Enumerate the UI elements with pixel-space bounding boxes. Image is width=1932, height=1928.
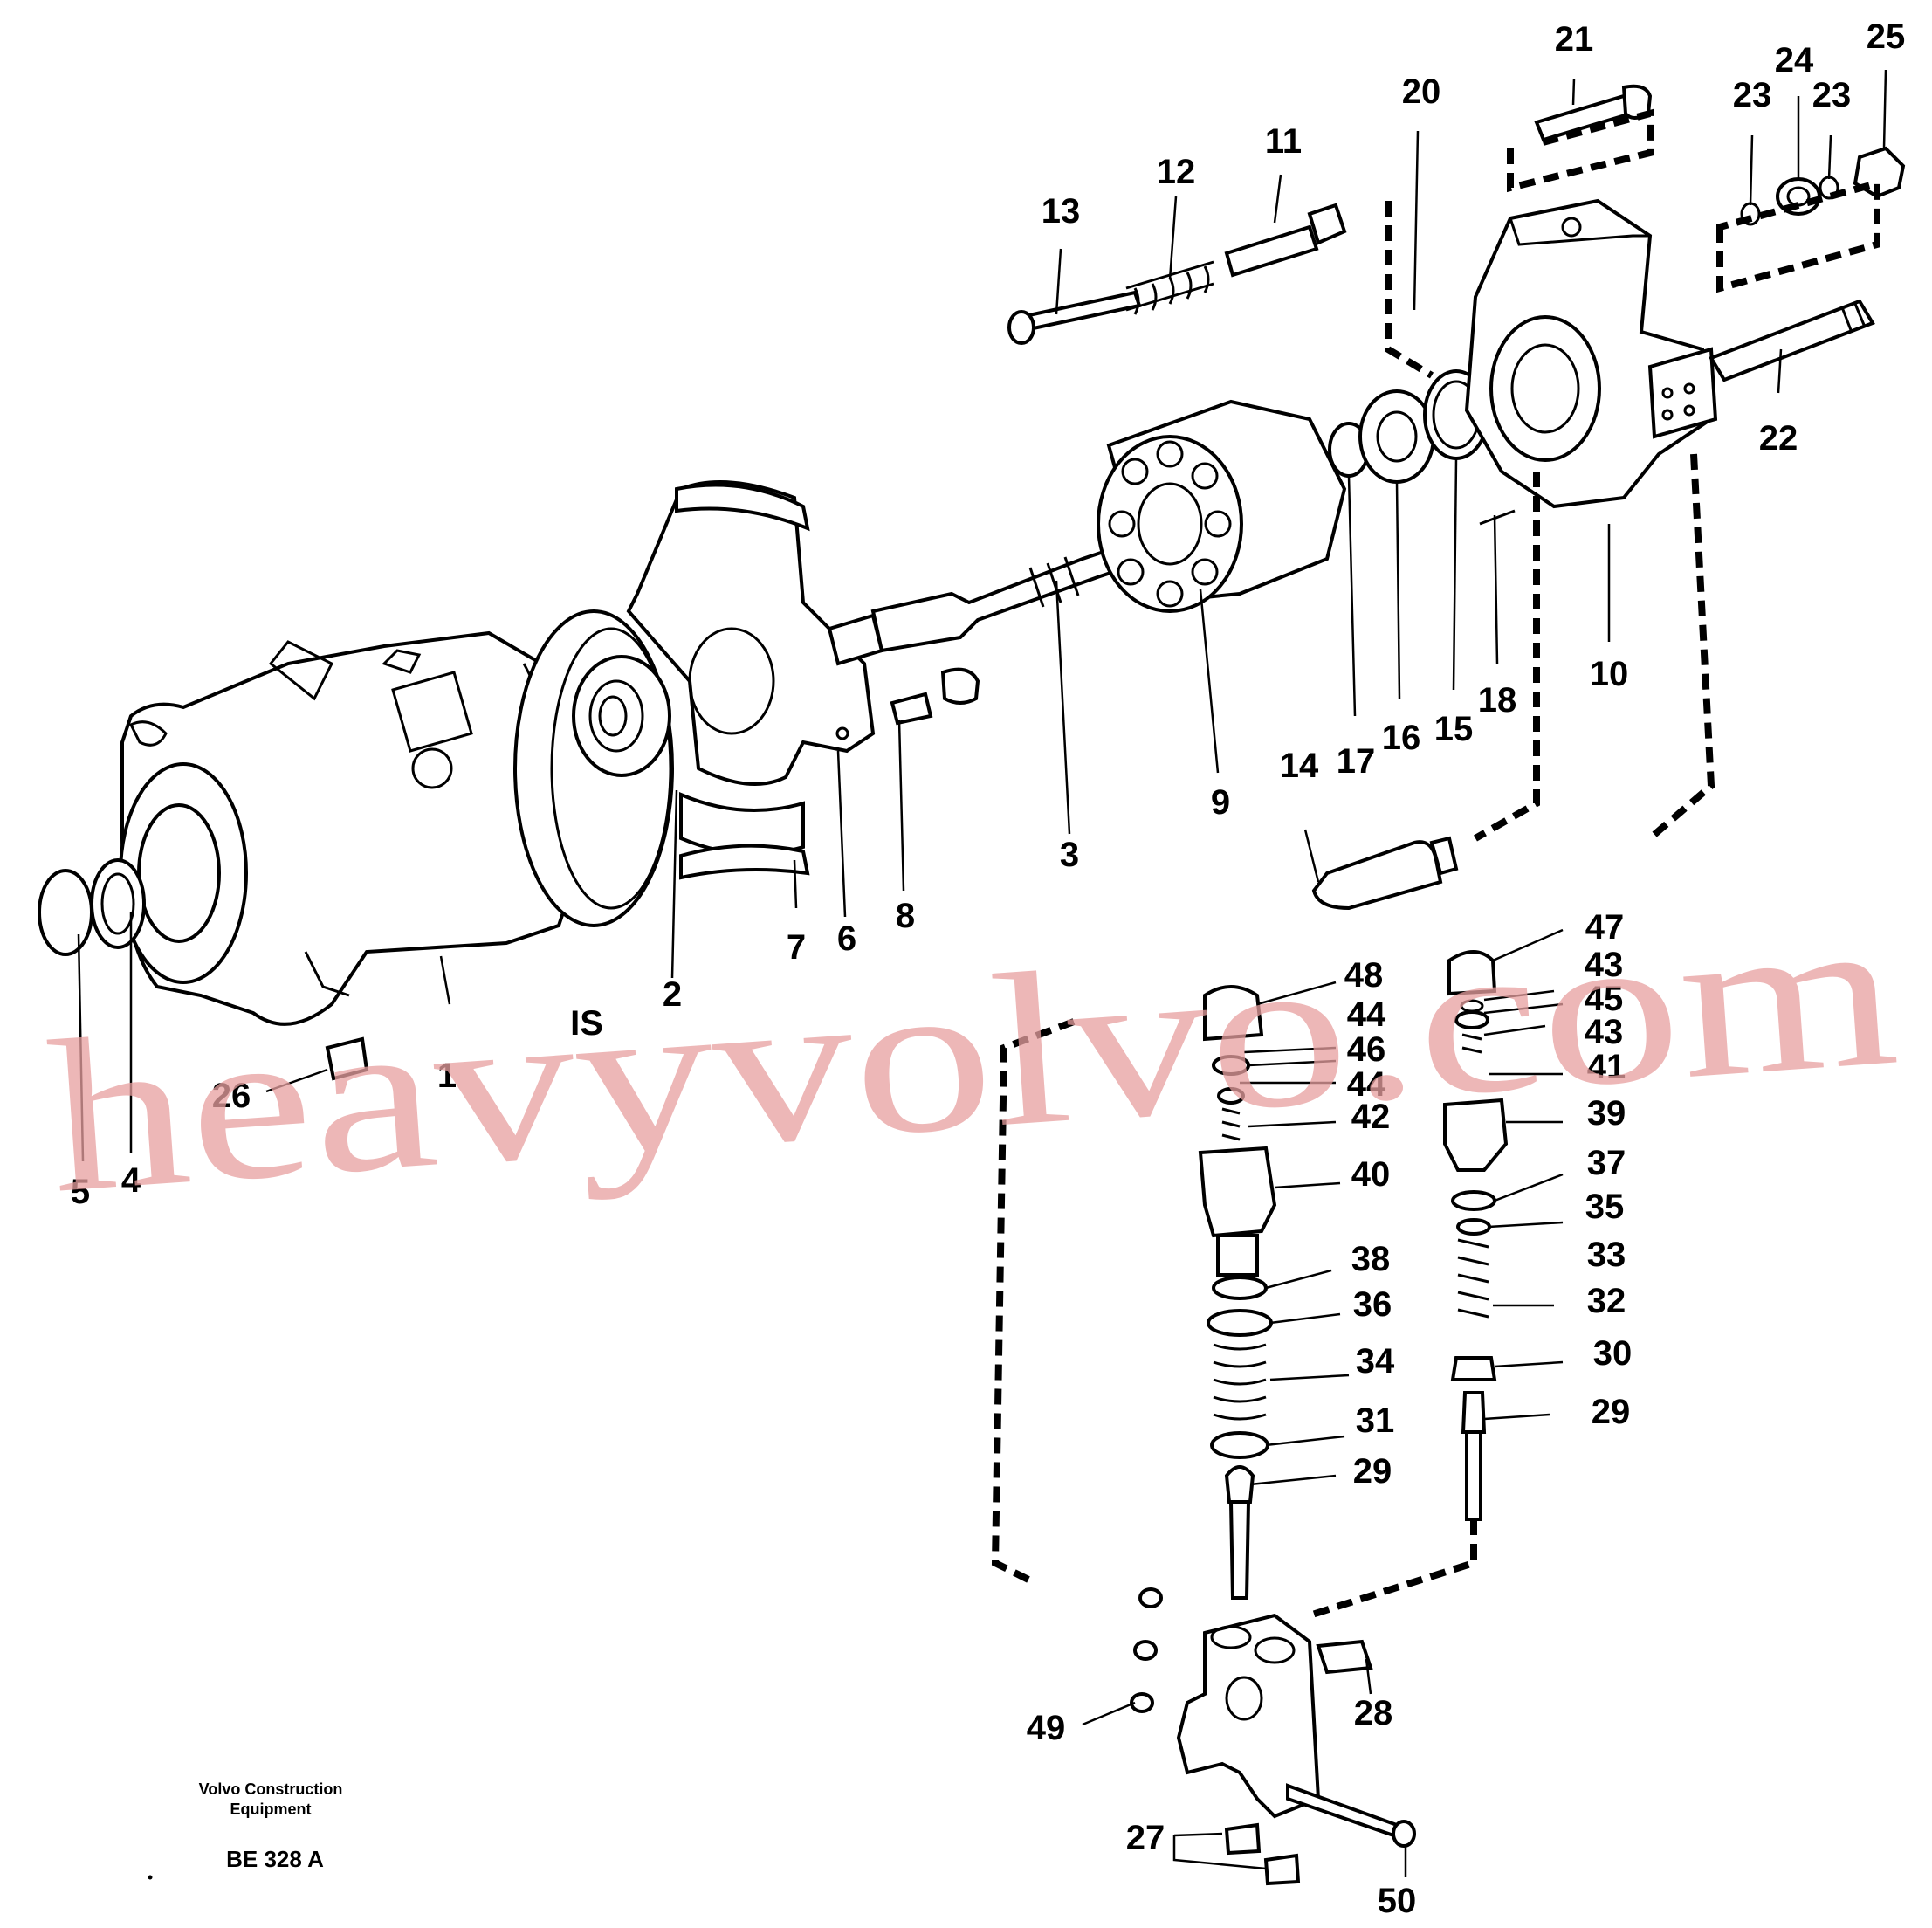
callout-10: 10 <box>1590 655 1629 693</box>
callout-4: 4 <box>121 1161 141 1200</box>
callout-37: 37 <box>1587 1144 1626 1182</box>
callout-49: 49 <box>1027 1709 1066 1747</box>
callout-44-top: 44 <box>1347 995 1386 1034</box>
bearing <box>572 655 671 777</box>
callout-7: 7 <box>787 928 806 967</box>
callout-38: 38 <box>1351 1240 1391 1278</box>
parts-drawing <box>38 84 1906 1886</box>
callout-14: 14 <box>1280 747 1319 785</box>
callout-47: 47 <box>1585 908 1625 947</box>
port-plate-housing <box>1464 198 1718 509</box>
callout-35: 35 <box>1585 1188 1625 1226</box>
company-name-line2: Equipment <box>230 1801 312 1818</box>
callout-21: 21 <box>1555 20 1594 59</box>
callout-29-left: 29 <box>1353 1452 1392 1491</box>
callout-42: 42 <box>1351 1098 1391 1136</box>
callout-33: 33 <box>1587 1236 1626 1274</box>
callout-16: 16 <box>1382 719 1421 757</box>
callout-48: 48 <box>1344 956 1384 995</box>
callout-9: 9 <box>1211 783 1230 822</box>
callout-28: 28 <box>1354 1694 1393 1732</box>
callout-15: 15 <box>1434 710 1474 748</box>
leader-lines <box>77 69 1887 1877</box>
bolt-21 <box>1534 84 1653 142</box>
valve-stack-right <box>1443 950 1509 1521</box>
drawing-footer: Volvo Construction Equipment BE 328 A <box>148 1780 343 1880</box>
plug-26 <box>325 1036 369 1081</box>
callout-11: 11 <box>1265 122 1302 161</box>
callout-20: 20 <box>1402 72 1441 111</box>
valve-body <box>1130 1587 1416 1886</box>
callout-32: 32 <box>1587 1282 1626 1320</box>
callout-27: 27 <box>1126 1819 1165 1857</box>
callout-41: 41 <box>1587 1048 1626 1086</box>
callout-5: 5 <box>71 1173 90 1211</box>
callout-labels: 1 2 3 4 5 6 7 8 9 10 11 12 13 14 15 16 1… <box>71 17 1905 1920</box>
plug-14 <box>1311 836 1459 911</box>
callout-12: 12 <box>1157 153 1196 191</box>
rings-and-bearing <box>1328 369 1489 484</box>
company-name-line1: Volvo Construction <box>199 1780 343 1798</box>
pin-18 <box>1479 509 1516 526</box>
callout-39: 39 <box>1587 1094 1626 1133</box>
callout-45: 45 <box>1585 980 1624 1018</box>
callout-36: 36 <box>1353 1285 1392 1324</box>
callout-6: 6 <box>837 919 856 958</box>
callout-34: 34 <box>1356 1342 1395 1381</box>
callout-8: 8 <box>896 897 915 935</box>
callout-30: 30 <box>1593 1334 1633 1373</box>
pump-housing <box>119 630 579 1026</box>
callout-18: 18 <box>1478 681 1517 720</box>
callout-43-lower: 43 <box>1585 1013 1624 1051</box>
callout-1: 1 <box>437 1057 457 1095</box>
control-spring-assembly <box>1007 203 1347 345</box>
callout-3: 3 <box>1060 836 1079 874</box>
callout-26: 26 <box>212 1077 251 1115</box>
callout-24: 24 <box>1775 41 1814 79</box>
callout-23-left: 23 <box>1733 76 1772 114</box>
swash-plate <box>626 480 876 880</box>
callout-29-right: 29 <box>1592 1393 1631 1431</box>
assembly-dash-lines <box>991 108 1880 1619</box>
gasket-ring <box>513 609 674 927</box>
callout-44-lower: 44 <box>1347 1065 1386 1104</box>
callout-31: 31 <box>1356 1401 1395 1440</box>
cylinder-block <box>1097 399 1347 613</box>
callout-17: 17 <box>1337 742 1376 781</box>
bolt-22 <box>1709 299 1875 382</box>
retaining-rings <box>38 858 146 956</box>
callout-IS: IS <box>570 1004 603 1043</box>
callout-25: 25 <box>1867 17 1906 56</box>
callout-22: 22 <box>1759 419 1798 458</box>
callout-40: 40 <box>1351 1155 1391 1194</box>
callout-50: 50 <box>1378 1882 1417 1920</box>
valve-stack-left <box>1198 985 1277 1600</box>
callout-2: 2 <box>663 975 682 1014</box>
callout-23-right: 23 <box>1812 76 1852 114</box>
footer-dot <box>148 1875 153 1880</box>
callout-43-top: 43 <box>1585 946 1624 984</box>
drawing-code: BE 328 A <box>226 1846 324 1872</box>
adjusting-pin <box>890 667 980 726</box>
callout-46: 46 <box>1347 1030 1386 1069</box>
callout-13: 13 <box>1042 192 1081 231</box>
